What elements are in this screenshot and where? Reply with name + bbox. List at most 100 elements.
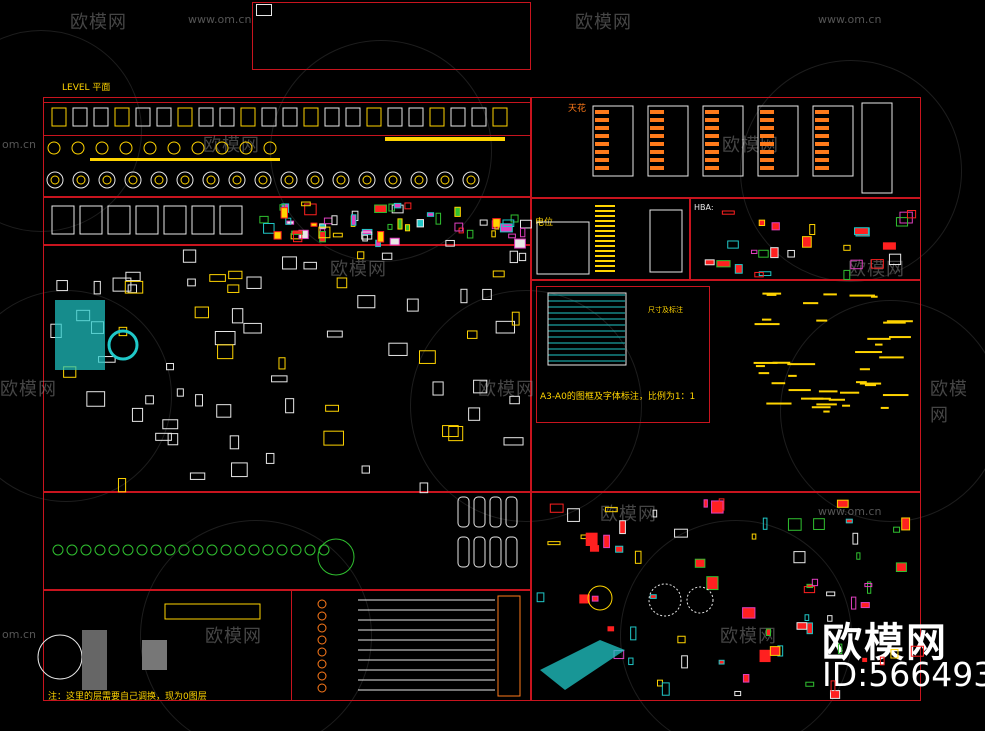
ceiling-line-block [705, 110, 719, 114]
watermark-ring [140, 520, 372, 731]
annotation-text-line [823, 410, 830, 413]
sofa-block [176, 388, 184, 397]
stair-post-block [317, 599, 327, 609]
misc-block [867, 581, 872, 594]
misc-block [694, 558, 706, 568]
ceiling-line-block [815, 110, 829, 114]
hba-block [754, 271, 764, 278]
annotation-text-line [839, 391, 860, 394]
sofa-block [467, 330, 478, 339]
misc-block [652, 509, 658, 518]
round-table-block [306, 171, 324, 189]
ceiling-line-block [705, 150, 719, 154]
sofa-block [112, 277, 132, 292]
electrical-text-line [595, 255, 615, 257]
sofa-block [117, 478, 127, 493]
annotation-text-line [882, 394, 909, 397]
round-table-center [50, 175, 60, 185]
round-table-center [102, 175, 112, 185]
ceiling-table-block [702, 105, 744, 177]
dining-set-block [135, 205, 159, 235]
misc-block [830, 680, 836, 693]
ceiling-line-block [815, 150, 829, 154]
round-table-center [284, 175, 294, 185]
plant-block [248, 544, 260, 556]
ceiling-table-block [757, 105, 799, 177]
hba-block [771, 222, 780, 231]
chair-block [72, 107, 88, 127]
ceiling-line-block [595, 118, 609, 122]
misc-block [837, 643, 843, 655]
kitchen-block [319, 223, 327, 229]
kitchen-block [387, 223, 393, 230]
dining-set-block [107, 205, 131, 235]
sofa-block [167, 433, 179, 446]
ramp-block [540, 640, 625, 690]
car-block [473, 496, 486, 528]
round-table-block [254, 171, 272, 189]
chair-block [429, 107, 445, 127]
misc-block [827, 615, 833, 622]
chair-block [387, 107, 403, 127]
watermark-url: www.om.cn [818, 13, 882, 26]
misc-block [890, 649, 899, 659]
misc-block [536, 592, 545, 603]
sofa-block [231, 462, 248, 478]
watermark-logo: 欧模网 [575, 12, 632, 33]
watermark-url: www.om.cn [188, 13, 252, 26]
ceiling-line-block [815, 126, 829, 130]
electrical-text-line [595, 235, 615, 237]
hba-block [843, 269, 851, 280]
misc-block [547, 541, 561, 546]
misc-block [811, 578, 819, 587]
round-table-block [176, 171, 194, 189]
ceiling-line-block [760, 158, 774, 162]
watermark-url: om.cn [2, 138, 36, 151]
car-block [505, 496, 518, 528]
annotation-text-line [816, 403, 837, 406]
frame-plants [43, 492, 531, 590]
sofa-block [229, 435, 240, 450]
misc-block [856, 552, 861, 560]
chair-block [114, 107, 130, 127]
sofa-block [282, 256, 297, 270]
sofa-block [93, 280, 101, 295]
annotation-text-line [828, 398, 846, 401]
misc-block [862, 657, 868, 663]
electrical-text-line [595, 205, 615, 207]
bed-block [55, 300, 105, 370]
misc-block [910, 645, 924, 657]
kitchen-block [426, 212, 435, 217]
kitchen-block [301, 201, 311, 207]
sofa-block [357, 251, 365, 260]
chair-block [303, 107, 319, 127]
misc-block [674, 528, 688, 538]
misc-block [567, 508, 580, 522]
bottom-note-label: 注：这里的层需要自己调换，现为0图层 [48, 692, 207, 702]
ceiling-line-block [650, 142, 664, 146]
sofa-block [381, 252, 393, 260]
kitchen-block [519, 227, 526, 238]
annotation-text-line [766, 402, 792, 405]
chair-block [471, 107, 487, 127]
watermark-logo: 欧模网 [330, 259, 387, 280]
frame-tables [43, 197, 531, 245]
kitchen-block [310, 222, 318, 227]
misc-block [634, 550, 642, 564]
frame-stairs [291, 590, 531, 701]
ceiling-line-block [760, 142, 774, 146]
misc-block [765, 628, 772, 637]
sofa-block [189, 472, 206, 480]
annotation-text-line [758, 372, 770, 375]
kitchen-block [502, 219, 515, 228]
plant-block [290, 544, 302, 556]
electrical-text-line [595, 270, 615, 272]
ceiling-line-block [650, 134, 664, 138]
tree-block [317, 538, 355, 576]
ceiling-line-block [650, 166, 664, 170]
round-table-block [95, 141, 109, 155]
round-table-center [414, 175, 424, 185]
misc-block [850, 596, 857, 610]
dining-set-block [191, 205, 215, 235]
misc-block [836, 499, 849, 508]
